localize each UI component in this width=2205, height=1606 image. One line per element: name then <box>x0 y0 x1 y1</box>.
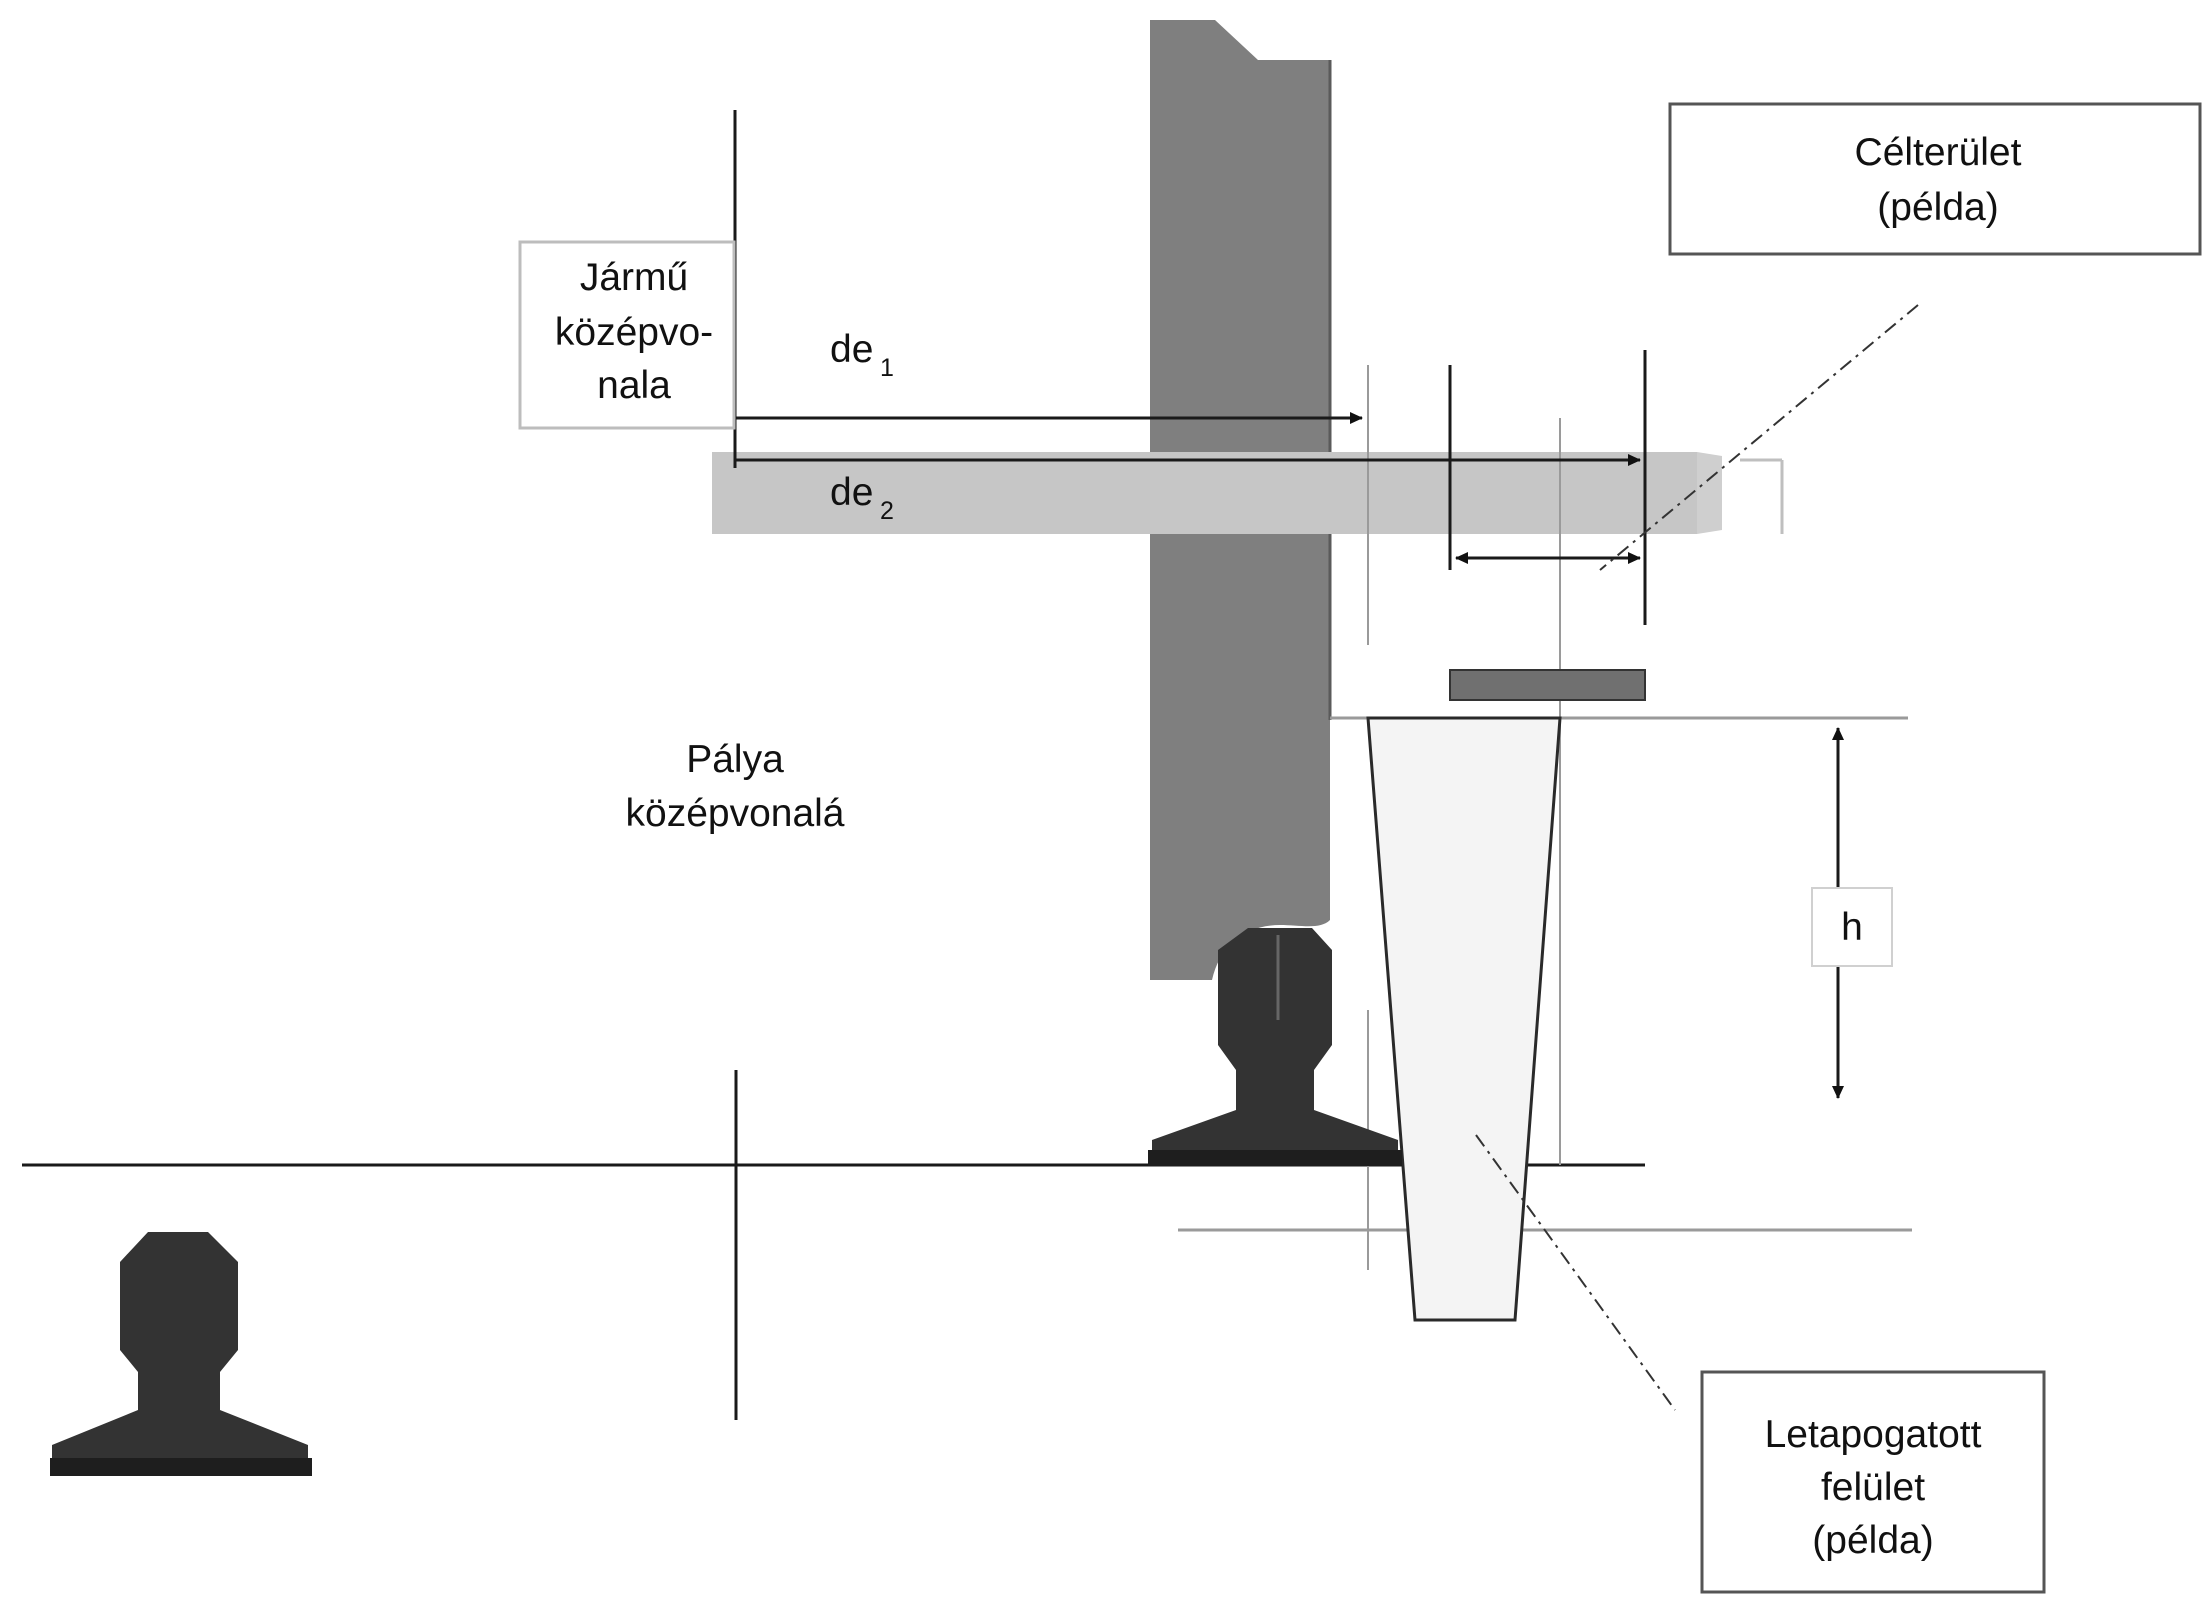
scanned-surface-line-3: (példa) <box>1812 1519 1933 1562</box>
vehicle-band <box>712 452 1697 534</box>
h-label: h <box>1811 887 1893 967</box>
scanned-surface-line-1: Letapogatott <box>1765 1413 1982 1456</box>
h-text: h <box>1841 906 1863 949</box>
rail-right <box>1152 928 1398 1158</box>
vehicle-centerline-line-2: középvo- <box>555 311 713 354</box>
de1-label: de 1 <box>830 328 894 382</box>
de2-text: de <box>830 471 873 514</box>
rail-right-base <box>1148 1150 1402 1166</box>
target-leader-line <box>1599 304 1919 571</box>
scanned-surface-label: Letapogatott felület (példa) <box>1700 1370 2046 1594</box>
track-centerline-line-2: középvonalá <box>626 792 845 835</box>
vehicle-centerline-line-3: nala <box>597 364 671 407</box>
de1-text: de <box>830 328 873 371</box>
target-plate <box>1449 669 1646 701</box>
scanned-surface-line-2: felület <box>1821 1466 1925 1509</box>
target-area-label: Célterület (példa) <box>1668 102 2202 256</box>
vehicle-band-tip <box>1697 452 1722 534</box>
de2-label: de 2 <box>830 471 894 525</box>
target-area-line-2: (példa) <box>1877 186 1998 229</box>
scanned-surface <box>1366 716 1562 1322</box>
target-area-line-1: Célterület <box>1855 131 2022 174</box>
track-centerline-label: Pálya középvonalá <box>626 738 845 835</box>
track-centerline-line-1: Pálya <box>686 738 784 781</box>
vehicle-centerline-line-1: Jármű <box>580 256 688 299</box>
rail-left-base <box>50 1458 312 1476</box>
de1-subscript: 1 <box>880 354 894 382</box>
de2-subscript: 2 <box>880 497 894 525</box>
scanned-leader-line <box>1475 1134 1676 1411</box>
rail-left <box>52 1232 308 1465</box>
vehicle-centerline-label: Jármű középvo- nala <box>518 240 736 430</box>
